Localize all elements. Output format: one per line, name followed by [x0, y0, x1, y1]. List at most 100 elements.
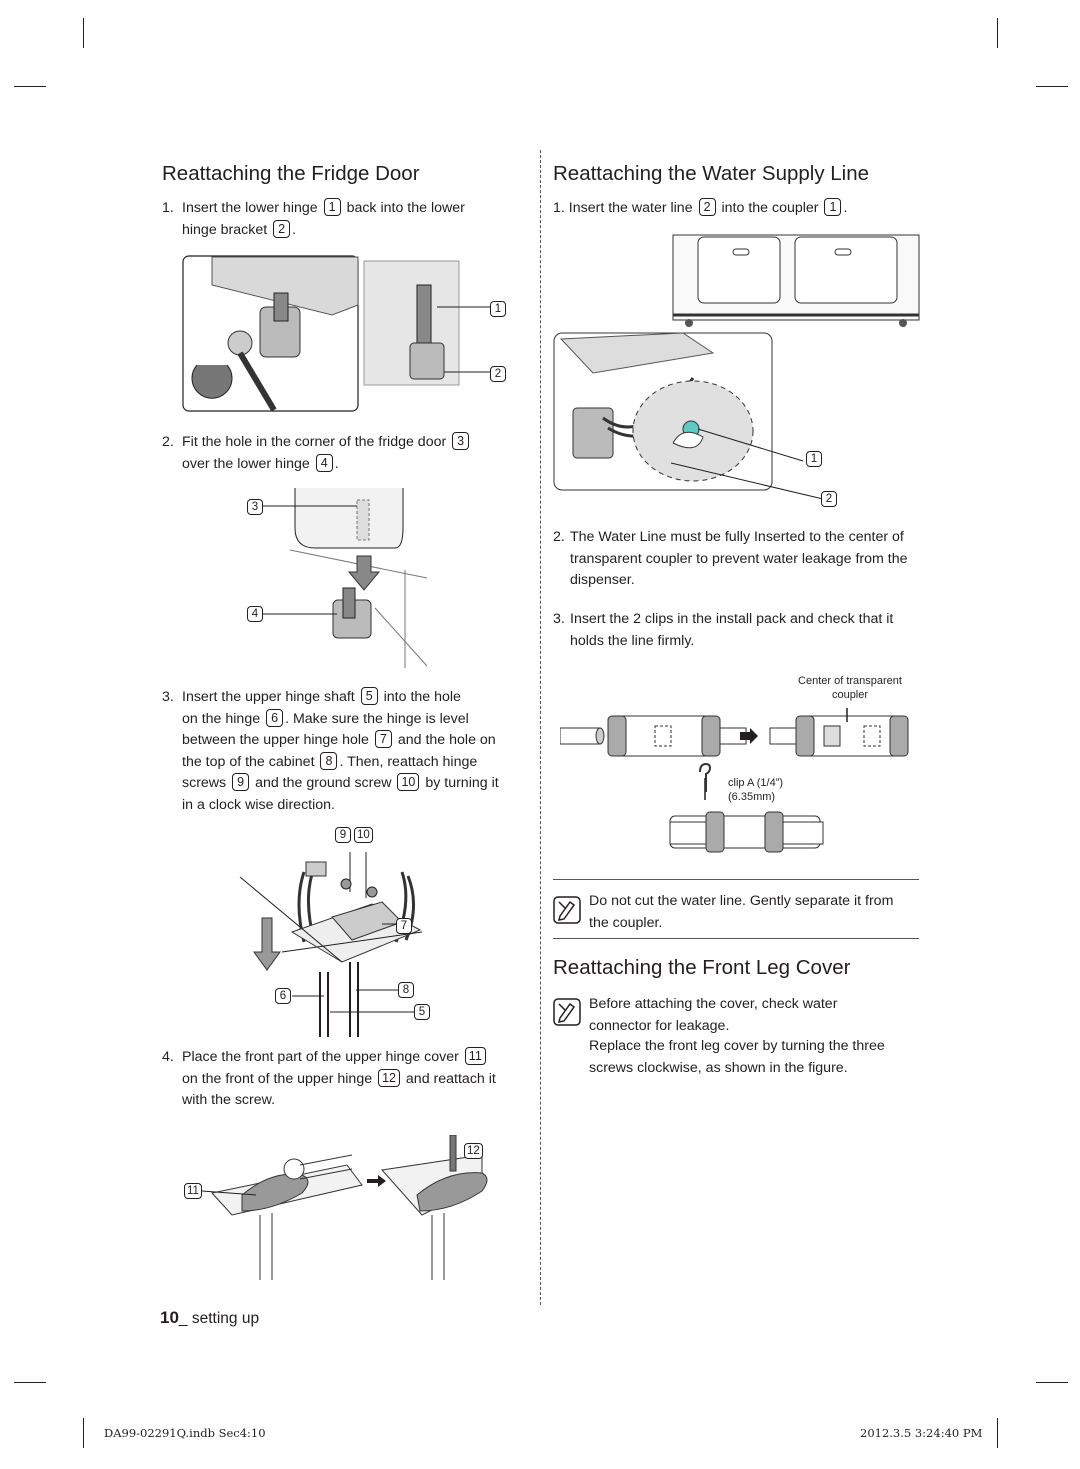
- clip-label-1: clip A (1/4”): [728, 777, 784, 789]
- callout-badge: 2: [698, 198, 716, 216]
- coupler-label: Center of transparent coupler: [798, 675, 902, 701]
- step-text: The Water Line must be fully Inserted to…: [570, 529, 908, 588]
- callout-9: 9: [335, 827, 351, 843]
- step-text: and the hole on: [397, 732, 496, 748]
- step-4: 4. Place the front part of the upper hin…: [162, 1047, 532, 1112]
- callout-6: 6: [275, 988, 291, 1004]
- crop-mark: [1036, 86, 1068, 88]
- step-text: by turning it: [425, 775, 499, 791]
- callout-badge: 2: [273, 219, 291, 238]
- step-text: Insert the upper hinge shaft: [182, 689, 355, 705]
- callout-4: 4: [247, 606, 263, 622]
- callout-badge: 11: [464, 1047, 486, 1065]
- callout-badge: 1: [323, 198, 341, 216]
- step-text: back into the lower: [346, 200, 465, 216]
- step-text: between the upper hinge hole: [182, 732, 369, 748]
- step-number: 3.: [553, 611, 565, 627]
- step-text: Insert the 2 clips in the install pack a…: [570, 611, 894, 649]
- figure-lower-hinge: 1 2: [182, 255, 512, 415]
- step-2: 2. Fit the hole in the corner of the fri…: [162, 432, 527, 475]
- water-step-1: 1. Insert the water line 2 into the coup…: [553, 198, 918, 220]
- crop-mark: [997, 18, 999, 48]
- crop-mark: [14, 1382, 46, 1384]
- crop-mark: [83, 18, 85, 48]
- note-icon: [553, 998, 581, 1026]
- callout-badge: 8: [320, 751, 338, 770]
- note-rule-bottom: [553, 938, 919, 939]
- callout-8: 8: [398, 982, 414, 998]
- step-number: 2.: [553, 529, 565, 545]
- step-text: 1. Insert the water line: [553, 200, 693, 216]
- figure-hinge-cover: 12 11: [182, 1135, 492, 1285]
- callout-badge: 9: [232, 773, 250, 791]
- heading-water-supply: Reattaching the Water Supply Line: [553, 162, 870, 185]
- column-divider: [540, 150, 541, 1305]
- step-text: Fit the hole in the corner of the fridge…: [182, 434, 447, 450]
- callout-11: 11: [184, 1183, 202, 1199]
- callout-water-1: 1: [806, 451, 822, 467]
- note-leg-cover-2: Replace the front leg cover by turning t…: [589, 1038, 885, 1076]
- step-text: the top of the cabinet: [182, 753, 315, 770]
- step-text: .: [292, 221, 297, 238]
- step-3: 3. Insert the upper hinge shaft 5 into t…: [162, 687, 532, 816]
- step-text: on the hinge: [182, 710, 261, 727]
- callout-badge: 12: [378, 1068, 400, 1087]
- callout-badge: 6: [266, 708, 284, 727]
- step-text: over the lower hinge: [182, 455, 310, 472]
- figure-upper-hinge: 9 10 7 6 8 5: [232, 822, 432, 1037]
- note-icon: [553, 896, 581, 924]
- step-text: into the coupler: [721, 200, 819, 216]
- heading-front-leg-cover: Reattaching the Front Leg Cover: [553, 956, 851, 979]
- note-rule-top: [553, 879, 919, 880]
- step-text: hinge bracket: [182, 221, 268, 238]
- crop-mark: [997, 1418, 999, 1448]
- note-do-not-cut: Do not cut the water line. Gently separa…: [589, 893, 894, 931]
- water-step-3: 3. Insert the 2 clips in the install pac…: [553, 609, 921, 652]
- callout-2: 2: [490, 366, 506, 382]
- step-text: . Make sure the hinge is level: [285, 710, 469, 727]
- step-text: on the front of the upper hinge: [182, 1070, 373, 1087]
- page-number: 10: [160, 1308, 179, 1327]
- step-text: screws: [182, 775, 227, 791]
- heading-fridge-door: Reattaching the Fridge Door: [162, 162, 420, 185]
- figure-door-over-hinge: 3 4: [245, 488, 435, 668]
- step-text: . Then, reattach hinge: [339, 753, 478, 770]
- step-text: Insert the lower hinge: [182, 200, 318, 216]
- callout-7: 7: [396, 918, 412, 934]
- step-text: and the ground screw: [255, 775, 392, 791]
- callout-10: 10: [354, 827, 373, 843]
- step-number: 1.: [162, 200, 174, 216]
- step-text: with the screw.: [182, 1092, 276, 1108]
- crop-mark: [14, 86, 46, 88]
- step-text: .: [334, 455, 339, 472]
- step-text: Place the front part of the upper hinge …: [182, 1049, 459, 1065]
- step-text: into the hole: [383, 689, 461, 705]
- page-footer: 10_ setting up: [160, 1308, 259, 1328]
- callout-water-2: 2: [821, 491, 837, 507]
- callout-3: 3: [247, 499, 263, 515]
- callout-badge: 3: [452, 432, 470, 450]
- callout-badge: 5: [360, 687, 378, 705]
- step-text: in a clock wise direction.: [182, 796, 335, 813]
- callout-5: 5: [414, 1004, 430, 1020]
- crop-mark: [83, 1418, 85, 1448]
- step-number: 2.: [162, 434, 174, 450]
- figure-water-line: 1 2: [553, 233, 923, 508]
- callout-badge: 10: [397, 773, 420, 791]
- figure-coupler: [560, 700, 920, 860]
- step-text: and reattach it: [405, 1070, 496, 1087]
- callout-badge: 7: [374, 730, 392, 748]
- callout-1: 1: [490, 301, 506, 317]
- water-step-2: 2. The Water Line must be fully Inserted…: [553, 527, 921, 592]
- step-number: 3.: [162, 689, 174, 705]
- crop-mark: [1036, 1382, 1068, 1384]
- section-name: _ setting up: [178, 1310, 260, 1327]
- note-leg-cover-1: Before attaching the cover, check water …: [589, 996, 838, 1034]
- step-1: 1. Insert the lower hinge 1 back into th…: [162, 198, 527, 241]
- callout-badge: 4: [315, 453, 333, 472]
- callout-badge: 1: [824, 198, 842, 216]
- slug-file: DA99-02291Q.indb Sec4:10: [104, 1426, 266, 1440]
- step-text: .: [843, 200, 848, 216]
- callout-12: 12: [464, 1143, 483, 1159]
- clip-label-2: (6.35mm): [728, 791, 776, 803]
